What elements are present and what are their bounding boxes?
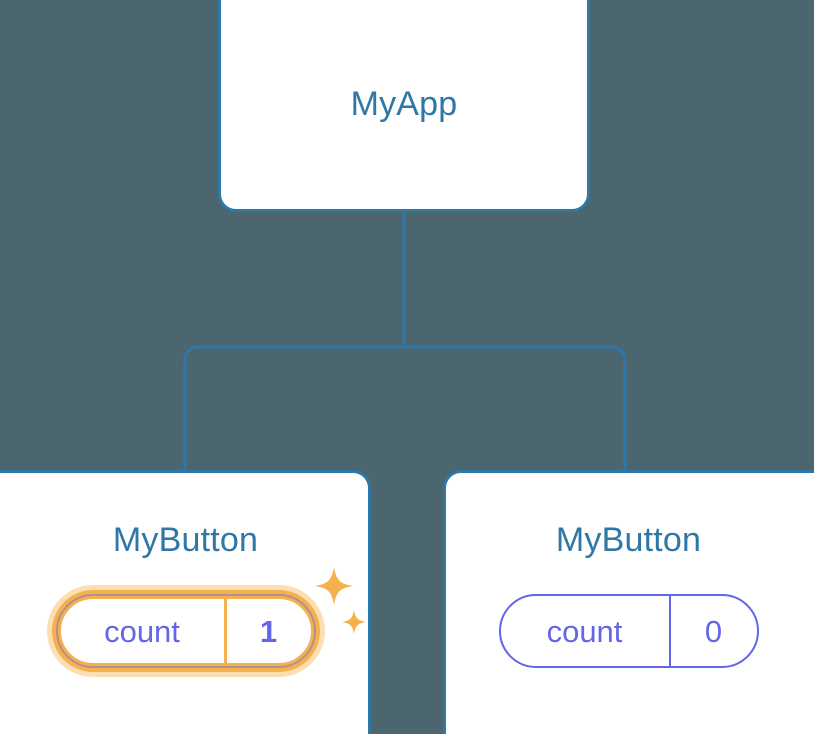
node-card-child-0[interactable]: MyButton count 1 xyxy=(0,470,371,734)
sparkles-icon xyxy=(307,563,371,649)
state-pill-body[interactable]: count 0 xyxy=(498,594,759,668)
node-card-child-1[interactable]: MyButton count 0 xyxy=(443,470,814,734)
node-title-child-1: MyButton xyxy=(555,521,702,559)
node-content-child-1: MyButton count 0 xyxy=(446,473,811,734)
state-pill-child-0[interactable]: count 1 xyxy=(46,567,366,677)
node-title-root: MyApp xyxy=(350,85,458,123)
node-card-root[interactable]: MyApp xyxy=(218,0,590,212)
state-key-child-1: count xyxy=(501,596,671,666)
state-pill-ghost-border xyxy=(55,594,316,668)
state-pill-child-1[interactable]: count 0 xyxy=(490,585,768,677)
node-content-child-0: MyButton count 1 xyxy=(3,473,368,734)
state-value-child-1: 0 xyxy=(704,613,723,649)
connector-branch-right xyxy=(402,345,627,474)
connector-branch-left xyxy=(183,345,406,474)
node-title-child-0: MyButton xyxy=(112,521,259,559)
